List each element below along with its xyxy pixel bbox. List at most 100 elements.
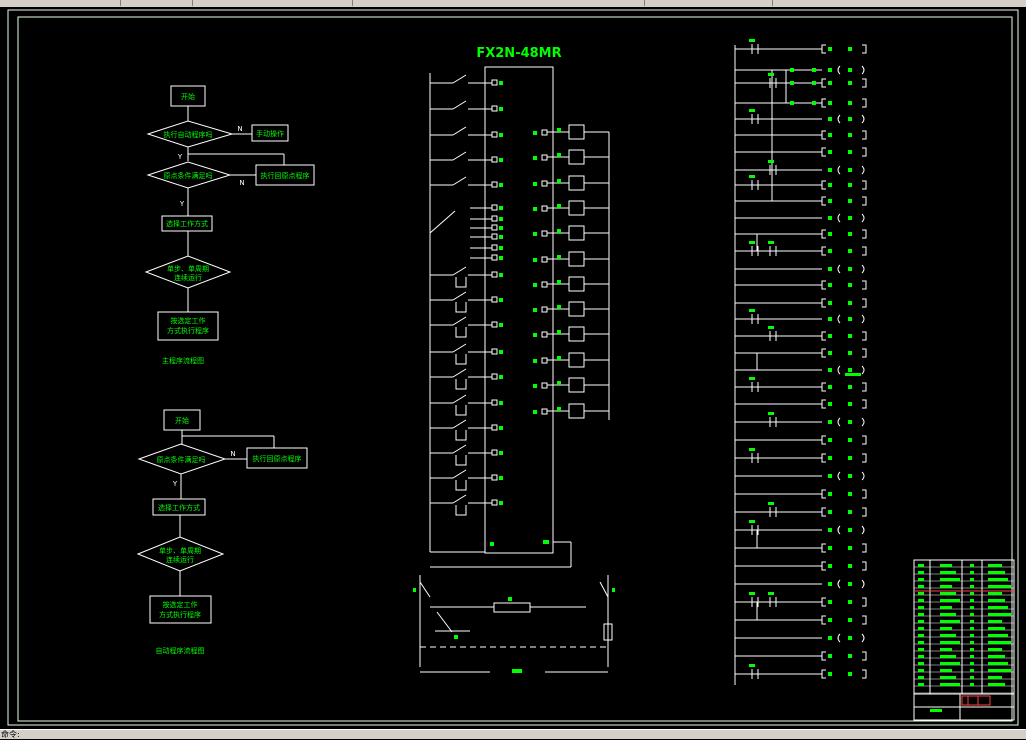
coil-right: [862, 399, 867, 409]
command-status-bar[interactable]: 命令:: [0, 729, 1026, 739]
coil-left: [821, 229, 826, 239]
main-q2-label: 原点条件满足吗: [164, 171, 213, 180]
drawing-canvas[interactable]: 开始 执行自动程序吗 N 手动操作 Y 原点条件满足吗 N 执行回原点程序 Y …: [0, 7, 1026, 729]
decision-mode: [144, 255, 232, 289]
ladder-marker: [848, 582, 852, 586]
title-marker: [918, 669, 924, 672]
output-terminal: [541, 281, 548, 288]
pin-marker: [557, 356, 561, 360]
title-marker: [988, 648, 1002, 651]
plc-model-label: FX2N-48MR: [476, 46, 561, 61]
pin-marker: [499, 246, 503, 250]
pin-marker: [533, 182, 537, 186]
ladder-marker: [848, 438, 852, 442]
plc-pin-markers: [490, 81, 561, 546]
limit-switch: [452, 316, 467, 326]
main-start-label: 开始: [181, 92, 195, 101]
coil-right: [862, 130, 867, 140]
ladder-marker: [848, 510, 852, 514]
auto-mode-line1: 单步、单周期: [159, 546, 201, 555]
coil-right: [861, 471, 865, 481]
ladder-marker: [828, 216, 832, 220]
coil-right: [862, 98, 867, 108]
title-marker: [988, 655, 1005, 658]
limit-switch-body: [455, 505, 467, 516]
pin-marker: [490, 542, 494, 546]
main-exec-line1: 按选定工作: [171, 316, 206, 325]
title-marker: [918, 655, 924, 658]
output-terminal: [541, 256, 548, 263]
ladder-marker: [749, 448, 755, 451]
output-coil: [568, 326, 585, 342]
title-marker: [918, 571, 924, 574]
title-marker: [940, 634, 956, 637]
title-marker: [970, 578, 974, 581]
ladder-marker: [848, 117, 852, 121]
coil-left: [837, 213, 841, 223]
pin-marker: [557, 128, 561, 132]
main-mode-line2: 连续运行: [174, 273, 202, 282]
output-terminal: [541, 129, 548, 136]
pin-marker: [499, 183, 503, 187]
coil-right: [861, 525, 865, 535]
toolbar-segment[interactable]: [352, 0, 645, 6]
ladder-marker: [848, 334, 852, 338]
title-marker: [970, 655, 974, 658]
pin-marker: [499, 256, 503, 260]
title-marker: [988, 669, 1011, 672]
main-q1-label: 执行自动程序吗: [164, 130, 213, 139]
ladder-marker: [768, 326, 774, 329]
coil-left: [837, 633, 841, 643]
title-marker: [970, 683, 974, 686]
pin-marker: [499, 298, 503, 302]
toolbar-segment[interactable]: [644, 0, 773, 6]
title-block: [913, 559, 1015, 721]
output-coil: [568, 149, 585, 165]
limit-switch: [452, 444, 467, 454]
toolbar-segment[interactable]: [0, 0, 121, 6]
title-marker: [918, 606, 924, 609]
switch-contact: [452, 151, 467, 161]
output-coil: [568, 276, 585, 292]
ladder-marker: [828, 564, 832, 568]
coil-right: [862, 507, 867, 517]
input-terminal: [491, 244, 498, 251]
cad-drawing[interactable]: 开始 执行自动程序吗 N 手动操作 Y 原点条件满足吗 N 执行回原点程序 Y …: [0, 7, 1026, 729]
title-marker: [970, 599, 974, 602]
pin-marker: [533, 156, 537, 160]
ladder-marker: [768, 502, 774, 505]
pin-marker: [499, 273, 503, 277]
ladder-marker: [848, 283, 852, 287]
toolbar-segment[interactable]: [192, 0, 353, 6]
title-marker: [940, 585, 952, 588]
main-q1-yes: Y: [177, 153, 183, 161]
input-terminal: [491, 224, 498, 231]
coil-right: [862, 561, 867, 571]
coil-left: [821, 98, 826, 108]
limit-switch-body: [455, 379, 467, 390]
coil-left: [837, 417, 841, 427]
pin-marker: [557, 330, 561, 334]
ladder-marker: [848, 168, 852, 172]
main-mode-line1: 单步、单周期: [167, 264, 209, 273]
title-marker: [918, 564, 924, 567]
main-homing-label: 执行回原点程序: [261, 171, 310, 180]
ladder-marker: [848, 183, 852, 187]
outer-frame: [7, 9, 1019, 726]
toolbar-segment[interactable]: [120, 0, 193, 6]
ladder-marker: [848, 133, 852, 137]
plc-wiring: [429, 66, 610, 568]
ladder-marker: [828, 47, 832, 51]
coil-left: [821, 280, 826, 290]
power-circuit-marks: [413, 588, 615, 673]
coil-left: [821, 489, 826, 499]
input-terminal: [491, 131, 498, 138]
title-marker: [970, 564, 974, 567]
output-terminal: [541, 408, 548, 415]
output-coil: [568, 225, 585, 241]
title-marker: [940, 627, 952, 630]
auto-flow-labels: 开始 原点条件满足吗 N 执行回原点程序 Y 选择工作方式 单步、单周期 连续运…: [156, 416, 302, 655]
output-coil: [568, 403, 585, 419]
ladder-marker: [790, 81, 794, 85]
coil-right: [861, 213, 865, 223]
